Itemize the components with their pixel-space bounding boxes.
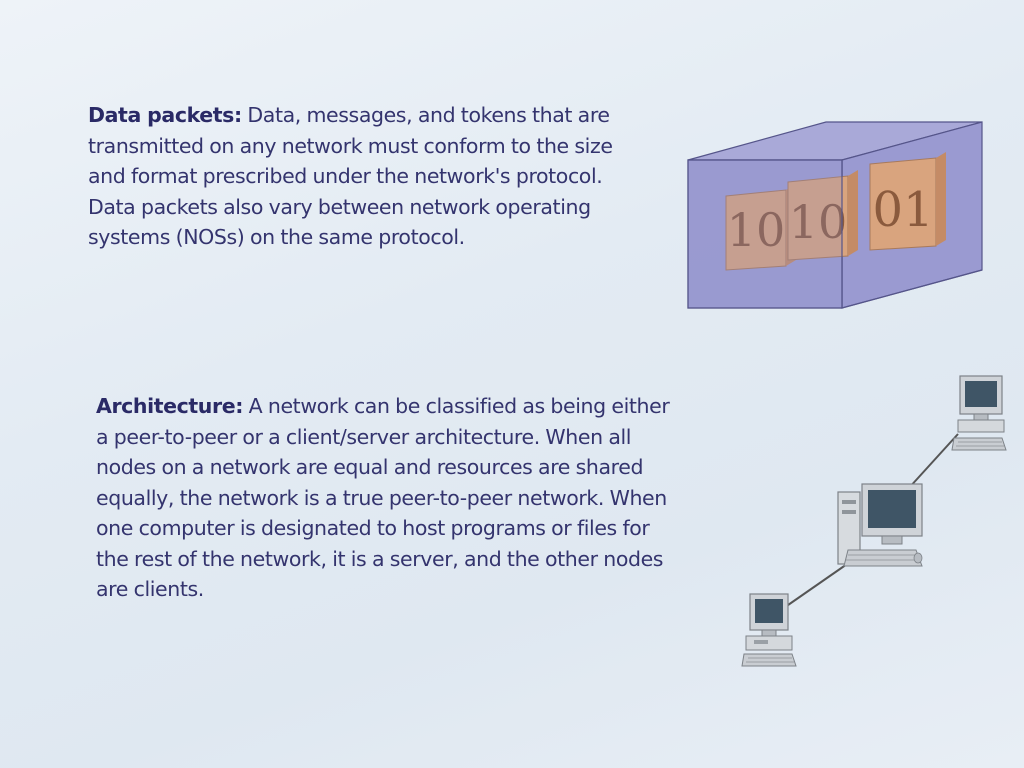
computer-icon xyxy=(951,375,1007,451)
packet-cube-icon: 10 10 01 xyxy=(687,121,983,309)
packet-block-1: 10 xyxy=(727,203,786,257)
packet-block-3: 01 xyxy=(872,182,933,238)
computer-icon xyxy=(741,593,797,667)
data-packets-term: Data packets: xyxy=(88,103,242,127)
packet-block-2: 10 xyxy=(789,195,848,249)
packet-blocks: 10 10 01 xyxy=(725,152,946,271)
data-packets-paragraph: Data packets: Data, messages, and tokens… xyxy=(88,100,628,253)
connection-line xyxy=(777,561,851,613)
data-packets-text: Data, messages, and tokens that are tran… xyxy=(88,103,613,249)
architecture-text: A network can be classified as being eit… xyxy=(96,394,670,601)
server-computer-icon xyxy=(837,483,923,567)
network-diagram xyxy=(741,375,1007,667)
architecture-term: Architecture: xyxy=(96,394,244,418)
architecture-paragraph: Architecture: A network can be classifie… xyxy=(96,391,682,605)
